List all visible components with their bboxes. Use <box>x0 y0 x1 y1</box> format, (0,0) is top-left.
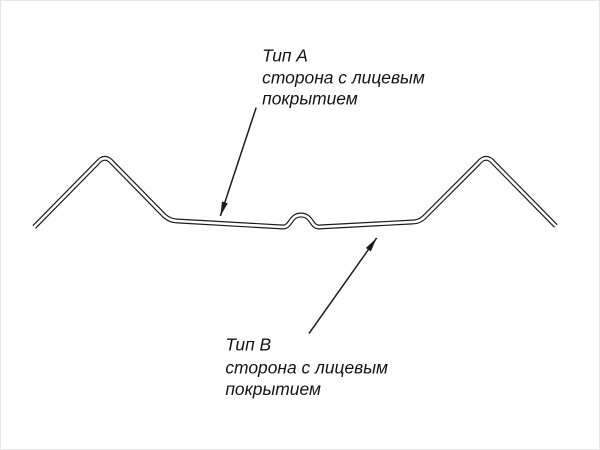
leader-line-type-b <box>308 237 378 334</box>
profile-sheet-inner <box>33 157 557 229</box>
type-b-line1: сторона с лицевым <box>225 357 388 377</box>
leader-line-type-a <box>219 107 257 217</box>
type-a-line1: сторона с лицевым <box>262 68 425 88</box>
type-b-line2: покрытием <box>225 379 321 399</box>
callout-type-b: Тип В сторона с лицевым покрытием <box>225 334 388 399</box>
type-b-title: Тип В <box>225 334 271 354</box>
callout-type-a: Тип А сторона с лицевым покрытием <box>262 46 425 109</box>
type-a-line2: покрытием <box>262 89 358 109</box>
type-a-title: Тип А <box>262 46 308 66</box>
